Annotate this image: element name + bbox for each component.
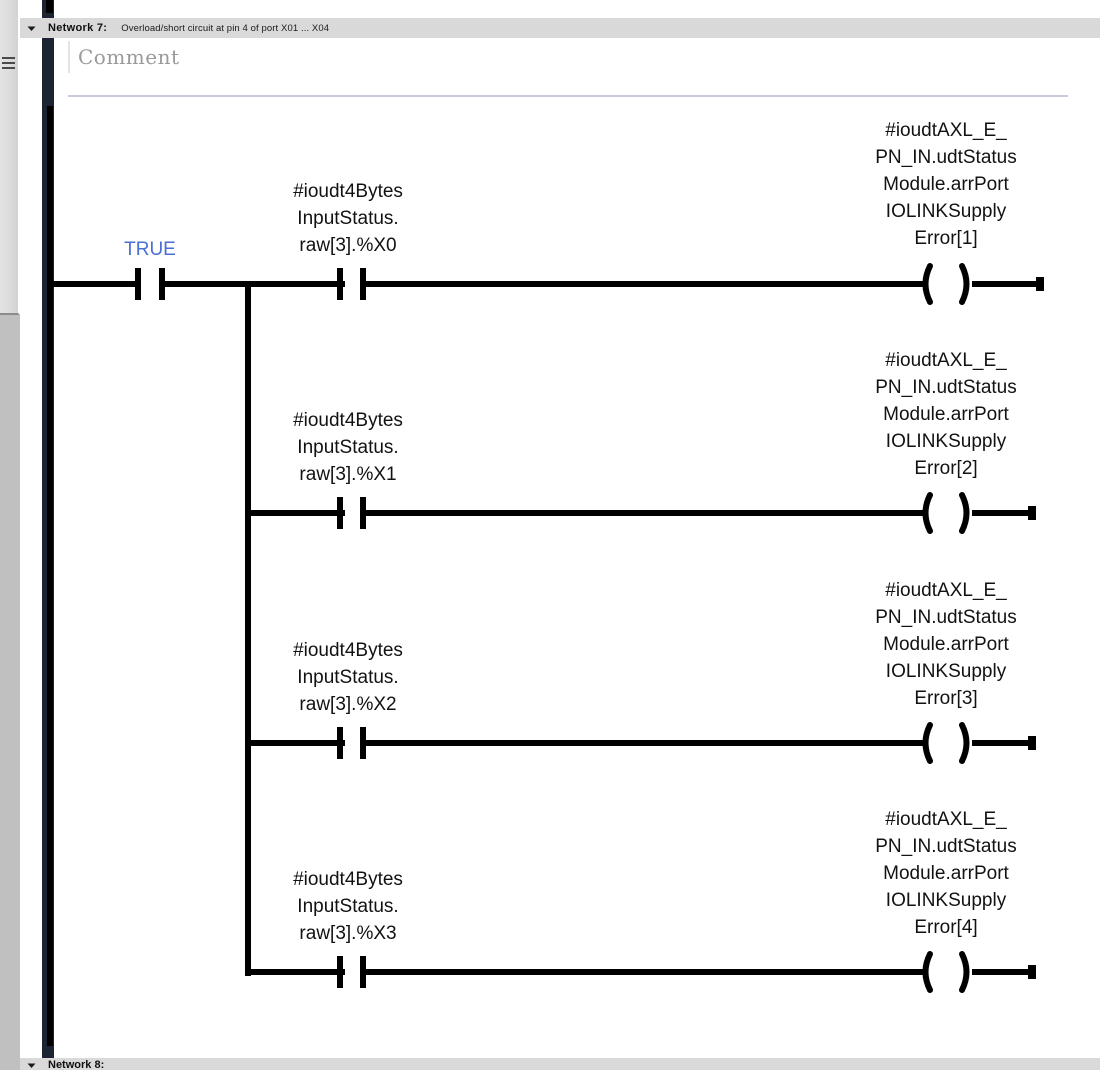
rung-4-coil-label-line-5: Error[4] <box>914 917 977 938</box>
rung-2-coil-label-line-3: Module.arrPort <box>883 404 1009 425</box>
rung-2-contact-label-line-3: raw[3].%X1 <box>299 464 396 485</box>
rung-3-coil-label-line-5: Error[3] <box>914 688 977 709</box>
scrollbar-thumb[interactable] <box>0 0 20 315</box>
rung-1-coil-label-line-3: Module.arrPort <box>883 174 1009 195</box>
rung-4-contact-label-line-1: #ioudt4Bytes <box>293 869 403 890</box>
grip-icon <box>2 57 15 73</box>
rung-3-contact-label-line-3: raw[3].%X2 <box>299 694 396 715</box>
rung-3-contact-label-line-1: #ioudt4Bytes <box>293 640 403 661</box>
next-network-label: Network 8: <box>48 1059 105 1070</box>
rung-2-coil-label-line-4: IOLINKSupply <box>886 431 1007 452</box>
true-literal-label: TRUE <box>124 239 176 260</box>
rung-2-coil-label-line-1: #ioudtAXL_E_ <box>885 350 1007 371</box>
next-network-header[interactable]: Network 8: <box>20 1058 1100 1070</box>
vertical-scrollbar[interactable] <box>0 0 20 1070</box>
rung-4-coil-label-line-2: PN_IN.udtStatus <box>875 836 1017 857</box>
network-comment-field[interactable]: Comment <box>68 41 668 73</box>
rung-4-coil-label-line-3: Module.arrPort <box>883 863 1009 884</box>
rung-1-coil-label-line-1: #ioudtAXL_E_ <box>885 120 1007 141</box>
comment-separator <box>68 95 1068 97</box>
rung-1-coil-label-line-2: PN_IN.udtStatus <box>875 147 1017 168</box>
rung-3-contact-label-line-2: InputStatus. <box>297 667 398 688</box>
rung-3-coil-label-line-3: Module.arrPort <box>883 634 1009 655</box>
rung-1-coil-label-line-4: IOLINKSupply <box>886 201 1007 222</box>
rung-2-coil-label-line-2: PN_IN.udtStatus <box>875 377 1017 398</box>
network-label: Network 7: <box>48 22 108 34</box>
chevron-down-icon[interactable] <box>20 1058 42 1070</box>
network-title: Overload/short circuit at pin 4 of port … <box>121 22 330 34</box>
rung-1-coil-label-line-5: Error[1] <box>914 228 977 249</box>
rung-2-coil-label-line-5: Error[2] <box>914 458 977 479</box>
rung-2-contact-label-line-1: #ioudt4Bytes <box>293 410 403 431</box>
rung-4-contact-label-line-2: InputStatus. <box>297 896 398 917</box>
rung-3-coil-label-line-1: #ioudtAXL_E_ <box>885 580 1007 601</box>
rung-1-contact-label-line-2: InputStatus. <box>297 208 398 229</box>
editor-gutter <box>20 0 42 1070</box>
rung-3-coil-label-line-4: IOLINKSupply <box>886 661 1007 682</box>
rung-4-coil-label-line-1: #ioudtAXL_E_ <box>885 809 1007 830</box>
rung-1-contact-label-line-1: #ioudt4Bytes <box>293 181 403 202</box>
rung-4-coil-label-line-4: IOLINKSupply <box>886 890 1007 911</box>
chevron-down-icon[interactable] <box>20 18 42 38</box>
rung-2-contact-label-line-2: InputStatus. <box>297 437 398 458</box>
ladder-canvas[interactable] <box>54 0 1100 1070</box>
network-header[interactable]: Network 7: Overload/short circuit at pin… <box>20 18 1100 38</box>
rung-3-coil-label-line-2: PN_IN.udtStatus <box>875 607 1017 628</box>
navy-side-rail <box>42 0 54 1070</box>
rung-4-contact-label-line-3: raw[3].%X3 <box>299 923 396 944</box>
rung-1-contact-label-line-3: raw[3].%X0 <box>299 235 396 256</box>
comment-placeholder: Comment <box>78 45 180 69</box>
previous-network-rail-stub <box>46 0 53 13</box>
